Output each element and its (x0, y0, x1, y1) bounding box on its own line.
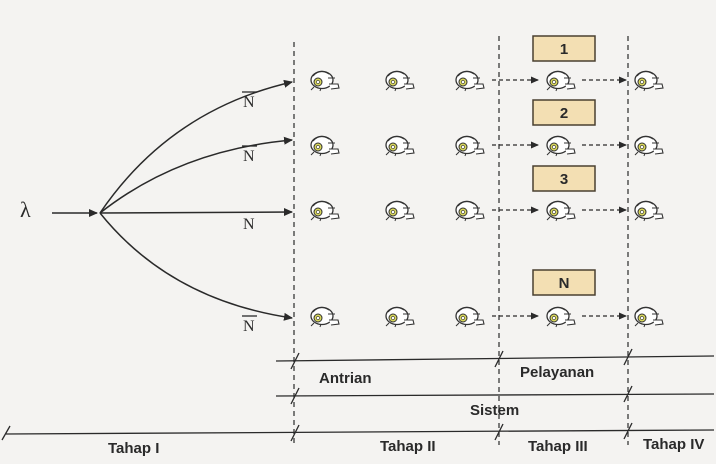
car-icon (635, 201, 663, 221)
car-icon (635, 307, 663, 327)
region-scales (2, 349, 714, 441)
tahap-line (6, 430, 714, 434)
server-label-1: 1 (560, 41, 568, 58)
antrian-label: Antrian (319, 370, 372, 387)
branch-arrow-3 (100, 212, 292, 213)
server-label-n: N (559, 275, 570, 292)
car-icon (456, 136, 484, 156)
server-box-1: 1 (533, 36, 595, 61)
car-icon (311, 201, 339, 221)
car-icon (456, 307, 484, 327)
branch-label-1: N (243, 94, 255, 111)
car-row-n (311, 307, 663, 327)
car-icon (311, 71, 339, 91)
car-icon (547, 201, 575, 221)
car-icon (386, 136, 414, 156)
server-box-2: 2 (533, 100, 595, 125)
stage-label-3: Tahap III (528, 438, 588, 455)
server-box-3: 3 (533, 166, 595, 191)
car-icon (547, 136, 575, 156)
stage-label-1: Tahap I (108, 440, 159, 457)
antrian-pelayanan-line (276, 356, 714, 361)
stage-label-2: Tahap II (380, 438, 436, 455)
car-icon (456, 201, 484, 221)
arrival-rate-label: λ (20, 197, 31, 222)
car-icon (386, 71, 414, 91)
server-label-2: 2 (560, 105, 568, 122)
car-icon (311, 307, 339, 327)
car-icon (456, 71, 484, 91)
car-icon (311, 136, 339, 156)
car-icon (386, 307, 414, 327)
branch-labels: N N N N (242, 92, 257, 335)
car-row-3 (311, 201, 663, 221)
sistem-label: Sistem (470, 402, 519, 419)
car-icon (547, 307, 575, 327)
branch-label-2: N (243, 148, 255, 165)
branch-label-4: N (243, 318, 255, 335)
branch-label-3: N (243, 216, 255, 233)
sistem-line (276, 394, 714, 396)
server-label-3: 3 (560, 171, 568, 188)
branch-arrow-4 (100, 213, 292, 318)
car-row-2 (311, 136, 663, 156)
car-row-1 (311, 71, 663, 91)
car-icon (547, 71, 575, 91)
car-icon (635, 136, 663, 156)
car-icon (635, 71, 663, 91)
car-icon (386, 201, 414, 221)
server-box-n: N (533, 270, 595, 295)
pelayanan-label: Pelayanan (520, 364, 594, 381)
branch-arrows (100, 82, 292, 318)
stage-label-4: Tahap IV (643, 436, 704, 453)
